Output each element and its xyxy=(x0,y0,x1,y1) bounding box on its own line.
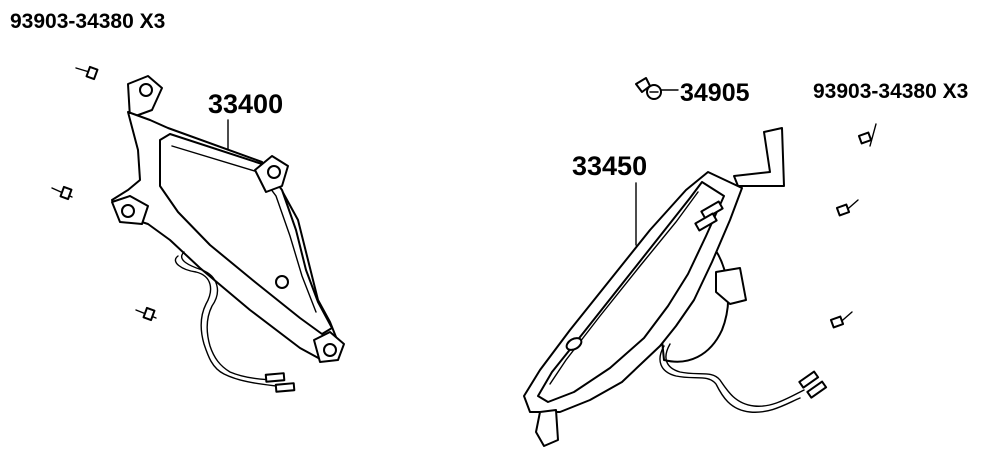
label-part-33450: 33450 xyxy=(572,151,647,181)
screw-icon-right-2 xyxy=(835,199,859,217)
label-part-33400: 33400 xyxy=(208,89,283,119)
label-screw-left: 93903-34380 X3 xyxy=(10,10,165,33)
part-33400-headlight-bracket xyxy=(111,75,345,393)
screw-icon-left-2 xyxy=(51,185,73,201)
bulb-icon-34905 xyxy=(635,77,662,100)
label-screw-right: 93903-34380 X3 xyxy=(813,80,968,103)
part-33450-headlight-housing xyxy=(523,127,828,447)
screw-icon-left-1 xyxy=(75,65,99,81)
screw-icon-left-3 xyxy=(135,306,157,322)
label-bulb-34905: 34905 xyxy=(680,79,750,107)
screw-icon-right-3 xyxy=(829,311,853,329)
screw-icon-right-1 xyxy=(857,123,877,147)
